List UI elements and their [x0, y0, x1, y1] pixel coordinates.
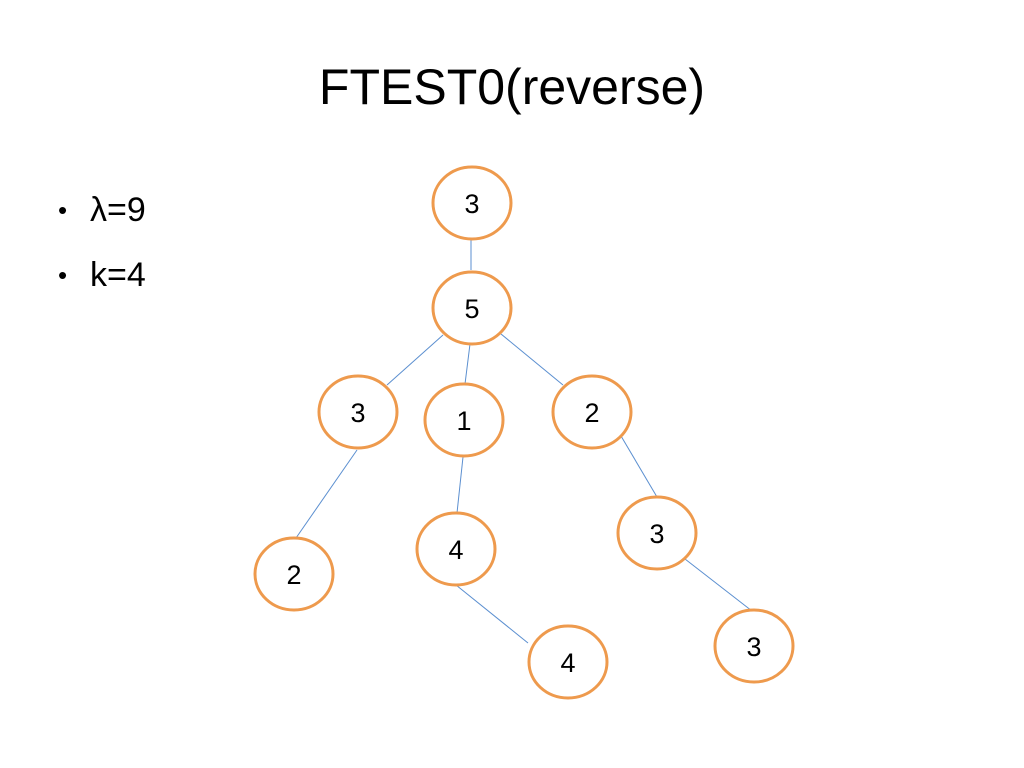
tree-node-label: 3: [350, 398, 365, 428]
bullet-item-k: • k=4: [58, 258, 146, 292]
bullet-text: λ=9: [90, 191, 146, 229]
tree-edge: [295, 449, 358, 539]
tree-node-label: 3: [464, 189, 479, 219]
tree-node-label: 3: [649, 519, 664, 549]
tree-node-label: 4: [448, 535, 463, 565]
tree-node: 2: [551, 374, 633, 450]
bullet-dot-icon: •: [58, 195, 68, 225]
bullet-item-lambda: • λ=9: [58, 193, 146, 227]
bullet-text: k=4: [90, 256, 146, 294]
tree-edge: [464, 343, 471, 385]
tree-node-root: 3: [431, 165, 513, 241]
tree-node-label: 2: [286, 560, 301, 590]
bullet-dot-icon: •: [58, 260, 68, 290]
tree-edge: [456, 456, 464, 514]
tree-node-label: 4: [560, 648, 575, 678]
tree-node: 4: [527, 624, 609, 700]
tree-edge: [500, 333, 564, 386]
tree-node: 3: [713, 608, 795, 684]
bullet-list: • λ=9 • k=4: [58, 193, 146, 323]
tree-node: 3: [616, 495, 698, 571]
tree-node: 5: [431, 270, 513, 346]
tree-node-label: 5: [464, 294, 479, 324]
tree-node-label: 2: [584, 398, 599, 428]
tree-edge: [684, 558, 753, 612]
tree-edge: [386, 334, 444, 386]
tree-edge: [455, 584, 529, 644]
tree-edge: [620, 435, 658, 498]
tree-node: 4: [415, 511, 497, 587]
tree-node: 1: [423, 382, 505, 458]
tree-node-label: 3: [746, 632, 761, 662]
tree-node-label: 1: [456, 406, 471, 436]
tree-node: 2: [253, 536, 335, 612]
slide-title: FTEST0(reverse): [318, 59, 706, 115]
tree-node: 3: [317, 374, 399, 450]
